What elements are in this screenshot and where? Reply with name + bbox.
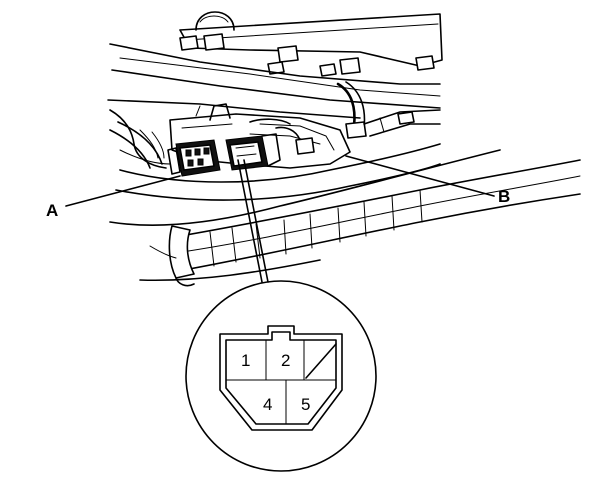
terminal-4-label: 4 <box>263 395 272 414</box>
engine-assembly-illustration <box>107 11 443 201</box>
callout-b-label: B <box>498 187 510 206</box>
callout-a: A <box>46 175 181 220</box>
connector-b-illustration <box>225 133 281 171</box>
connector-a-illustration <box>167 139 221 177</box>
connector-terminal-face-view: 1 2 4 5 <box>185 280 377 472</box>
terminal-2-label: 2 <box>281 351 290 370</box>
callout-b: B <box>345 155 510 206</box>
unused-terminal-cavity-icon <box>305 343 337 379</box>
terminal-1-label: 1 <box>241 351 250 370</box>
terminal-5-label: 5 <box>301 395 310 414</box>
callout-a-label: A <box>46 201 58 220</box>
wire-harness-illustration <box>109 149 581 287</box>
inset-leader-line <box>237 159 263 283</box>
